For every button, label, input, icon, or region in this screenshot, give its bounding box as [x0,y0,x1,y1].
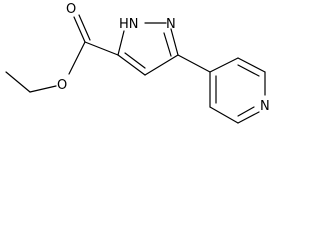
bond-c3-c4 [144,54,179,76]
bond-oester-ch2 [29,85,57,93]
bond-c4-c5 [117,54,146,76]
atom-label-n2: N [166,17,176,32]
bond-py-c5-c6 [209,106,239,124]
structure-diagram: HN N O O N [5,2,270,124]
bond-n2-c3 [170,28,179,56]
bond-carbonyl-1 [73,16,86,43]
bond-py-c1-c2 [209,57,239,73]
atom-label-o-carbonyl: O [66,2,76,17]
bond-c5-carboxyl [84,41,119,56]
bond-c4-c5-inner [124,52,146,69]
bond-ch2-ch3 [5,71,31,93]
bond-carbonyl-2 [78,14,91,41]
bond-py-c2-c3 [237,57,266,73]
molecule-drawing: HN N O O N [5,2,270,124]
bond-c5-n1 [117,30,125,56]
atom-label-nh: HN [119,17,139,32]
atom-label-o-ester: O [57,78,67,93]
atom-label-n-pyridine: N [260,99,270,114]
bond-n2-c3-inner [163,32,172,57]
bond-py-n-c5-inner [237,106,255,117]
bond-py-c2-c3-inner [237,64,260,77]
bond-py-n-c5 [237,111,260,124]
bond-carboxyl-oester [68,41,86,75]
bond-c3-pyridine [177,54,211,73]
